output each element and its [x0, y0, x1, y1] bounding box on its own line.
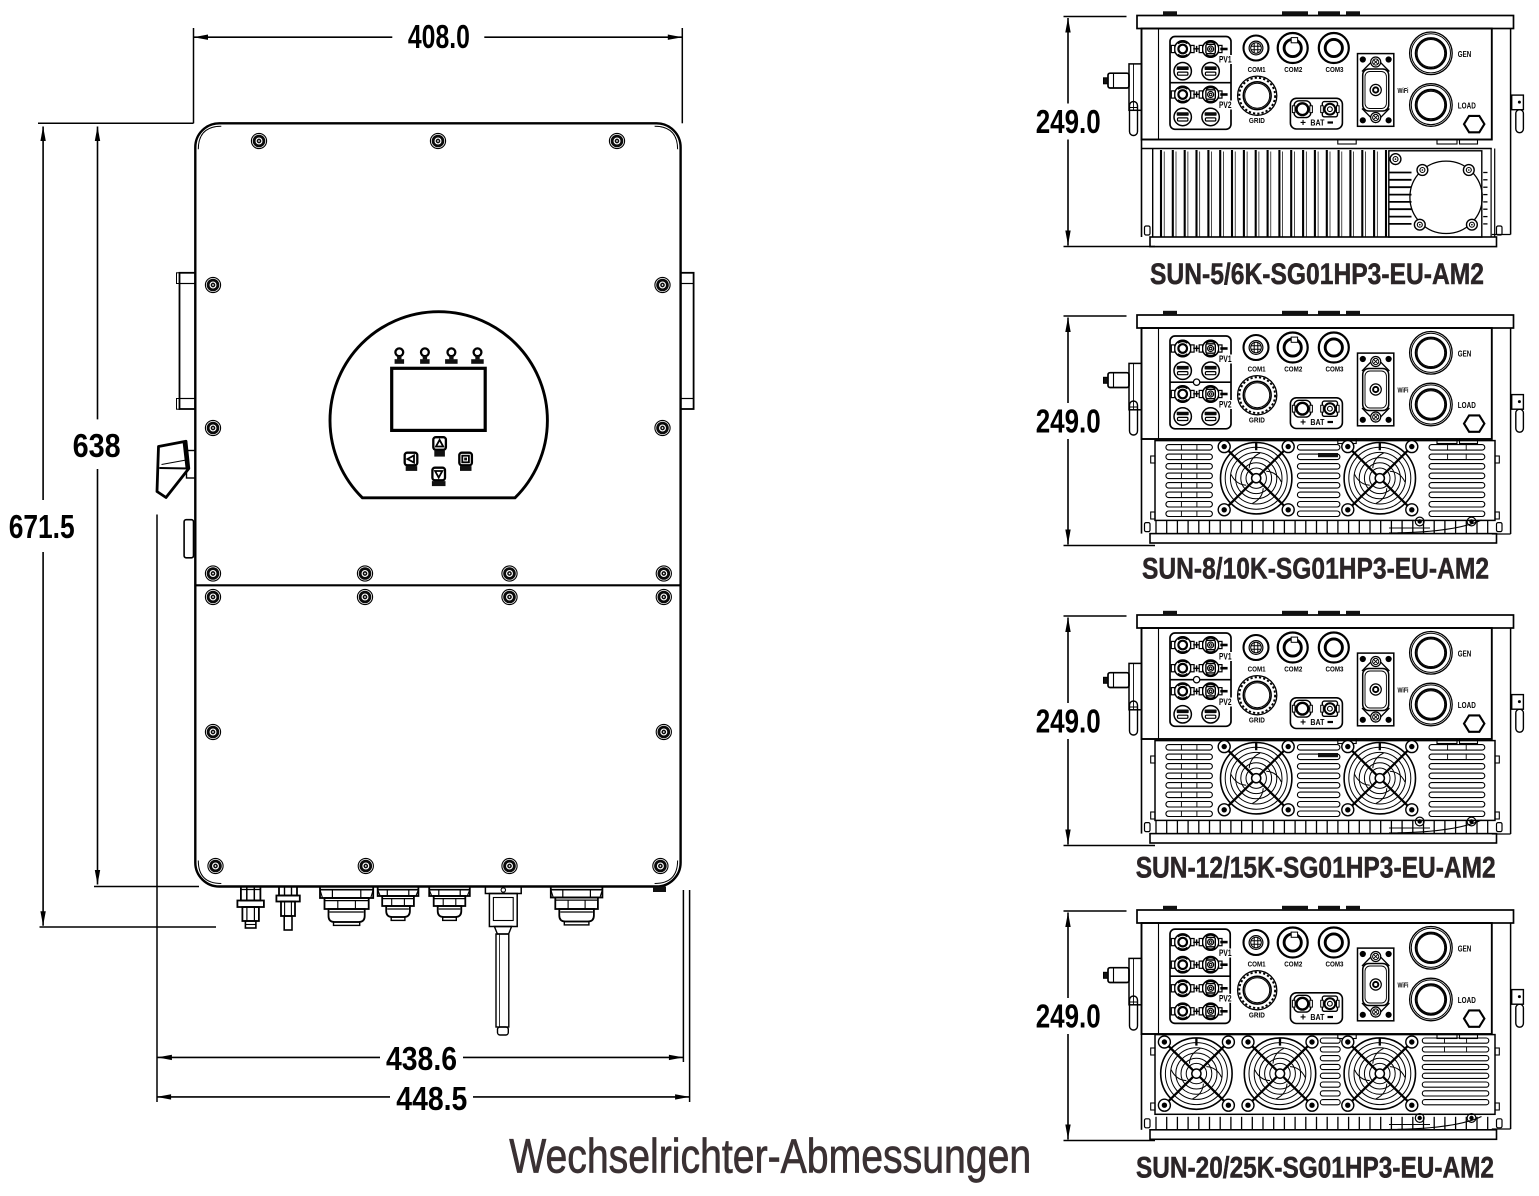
svg-text:WiFi: WiFi [1398, 981, 1409, 990]
svg-text:+: + [1193, 958, 1201, 972]
svg-text:PV2: PV2 [1219, 697, 1232, 708]
svg-text:COM1: COM1 [1248, 664, 1266, 673]
svg-text:PV1: PV1 [1219, 354, 1232, 365]
svg-text:SUN-5/6K-SG01HP3-EU-AM2: SUN-5/6K-SG01HP3-EU-AM2 [1150, 258, 1484, 291]
svg-text:LOAD: LOAD [1458, 701, 1476, 710]
svg-text:+: + [1300, 1013, 1306, 1024]
svg-text:249.0: 249.0 [1036, 998, 1101, 1035]
svg-text:PV2: PV2 [1219, 993, 1232, 1004]
svg-text:SUN-20/25K-SG01HP3-EU-AM2: SUN-20/25K-SG01HP3-EU-AM2 [1136, 1152, 1494, 1185]
svg-text:LOAD: LOAD [1458, 996, 1476, 1005]
svg-text:+: + [1193, 387, 1201, 401]
svg-text:GRID: GRID [1249, 416, 1265, 425]
svg-text:PV1: PV1 [1219, 948, 1232, 959]
svg-text:+: + [1300, 118, 1306, 129]
svg-text:COM1: COM1 [1248, 65, 1266, 74]
svg-text:249.0: 249.0 [1036, 703, 1101, 740]
svg-text:COM3: COM3 [1326, 364, 1344, 373]
svg-text:GRID: GRID [1249, 1011, 1265, 1020]
svg-text:BAT: BAT [1310, 119, 1324, 128]
svg-text:PV2: PV2 [1219, 100, 1232, 111]
svg-text:COM2: COM2 [1284, 65, 1302, 74]
svg-text:COM3: COM3 [1326, 664, 1344, 673]
svg-text:COM1: COM1 [1248, 364, 1266, 373]
svg-text:COM2: COM2 [1284, 664, 1302, 673]
svg-text:GEN: GEN [1458, 649, 1472, 658]
svg-text:WiFi: WiFi [1398, 386, 1409, 395]
svg-text:438.6: 438.6 [386, 1040, 457, 1077]
svg-text:SUN-12/15K-SG01HP3-EU-AM2: SUN-12/15K-SG01HP3-EU-AM2 [1136, 852, 1496, 885]
svg-text:GEN: GEN [1458, 944, 1472, 953]
svg-text:GRID: GRID [1249, 716, 1265, 725]
svg-text:GRID: GRID [1249, 116, 1265, 125]
svg-text:COM2: COM2 [1284, 959, 1302, 968]
svg-text:GEN: GEN [1458, 349, 1472, 358]
svg-text:249.0: 249.0 [1036, 103, 1101, 140]
svg-text:BAT: BAT [1310, 1013, 1324, 1022]
svg-text:LOAD: LOAD [1458, 102, 1476, 111]
svg-text:408.0: 408.0 [408, 18, 470, 55]
svg-text:COM3: COM3 [1326, 65, 1344, 74]
svg-text:PV1: PV1 [1219, 55, 1232, 66]
svg-text:+: + [1193, 342, 1201, 356]
svg-text:+: + [1300, 718, 1306, 729]
svg-text:LOAD: LOAD [1458, 401, 1476, 410]
svg-text:+: + [1193, 684, 1201, 698]
svg-text:COM1: COM1 [1248, 959, 1266, 968]
svg-text:Wechselrichter-Abmessungen: Wechselrichter-Abmessungen [509, 1131, 1031, 1184]
svg-text:+: + [1193, 935, 1201, 949]
svg-text:BAT: BAT [1310, 718, 1324, 727]
svg-text:PV2: PV2 [1219, 400, 1232, 411]
svg-text:PV1: PV1 [1219, 652, 1232, 663]
svg-text:WiFi: WiFi [1398, 686, 1409, 695]
svg-text:249.0: 249.0 [1036, 403, 1101, 440]
svg-text:BAT: BAT [1310, 418, 1324, 427]
svg-text:671.5: 671.5 [9, 508, 75, 545]
svg-text:WiFi: WiFi [1398, 86, 1409, 95]
svg-text:448.5: 448.5 [396, 1080, 467, 1117]
svg-text:+: + [1193, 1005, 1201, 1019]
svg-text:638: 638 [73, 427, 121, 464]
svg-text:GEN: GEN [1458, 50, 1472, 59]
svg-text:+: + [1193, 42, 1201, 56]
svg-text:+: + [1193, 661, 1201, 675]
svg-text:+: + [1300, 418, 1306, 429]
svg-text:+: + [1193, 638, 1201, 652]
svg-text:+: + [1193, 88, 1201, 102]
svg-text:COM3: COM3 [1326, 959, 1344, 968]
svg-text:+: + [1193, 982, 1201, 996]
svg-text:SUN-8/10K-SG01HP3-EU-AM2: SUN-8/10K-SG01HP3-EU-AM2 [1142, 553, 1489, 586]
svg-text:COM2: COM2 [1284, 364, 1302, 373]
